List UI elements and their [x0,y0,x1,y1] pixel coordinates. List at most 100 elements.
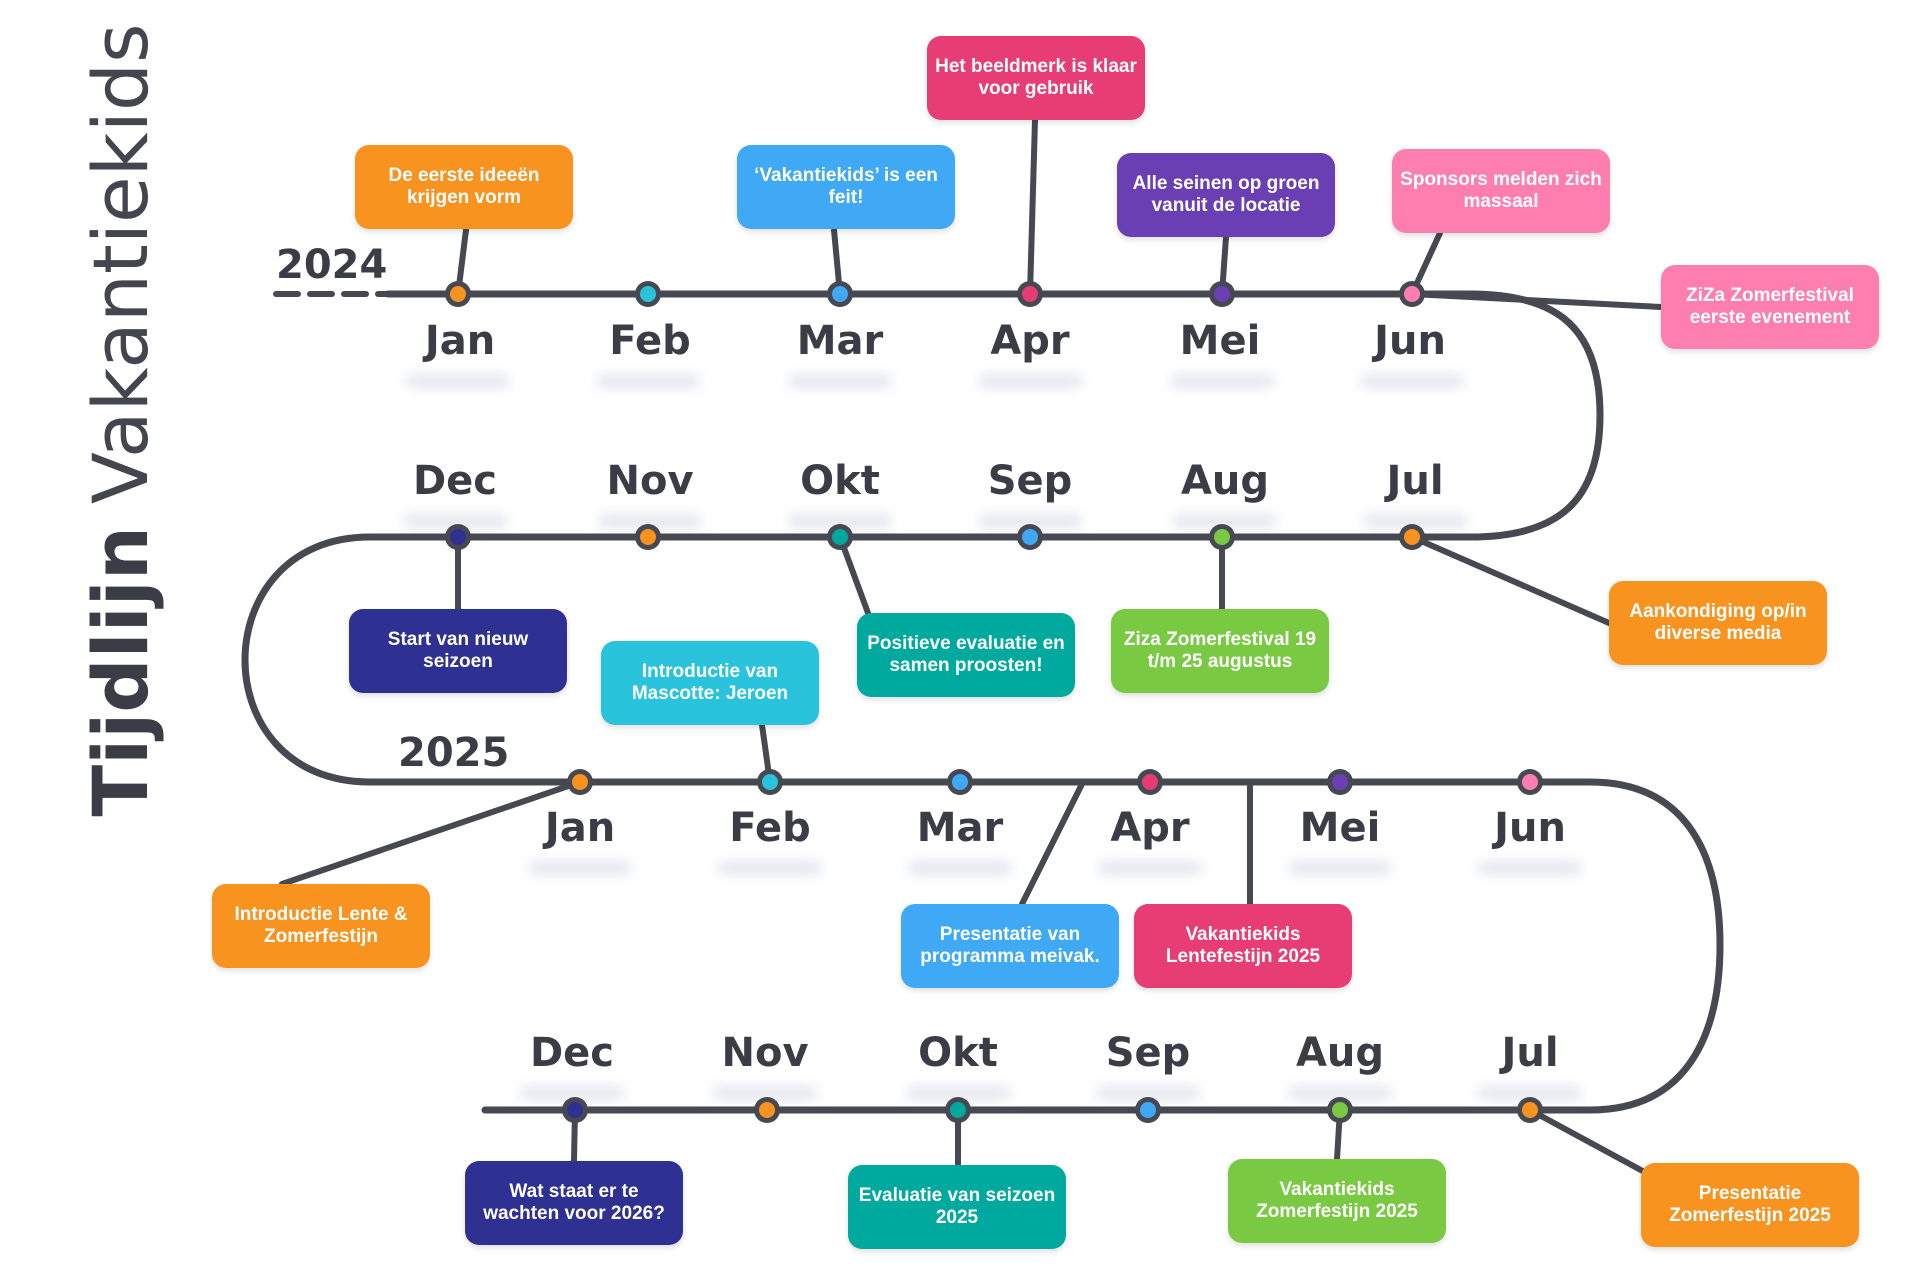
month-plate-shadow [1098,861,1202,875]
month-label: Aug [1180,458,1270,504]
event-card: Evaluatie van seizoen 2025 [848,1165,1066,1249]
event-card: ZiZa Zomerfestival eerste evenement [1661,265,1879,349]
month-label: Feb [609,318,691,364]
month-plate-shadow [978,374,1082,388]
event-card: Sponsors melden zich massaal [1392,149,1610,233]
timeline-dot [1022,529,1038,545]
month-plate-shadow [598,514,702,528]
month-plate-shadow [713,1086,817,1100]
month-plate-shadow [1170,374,1274,388]
month-plate-shadow [718,861,822,875]
month-plate-shadow [1096,1086,1200,1100]
event-card: Introductie Lente & Zomerfestijn [212,884,430,968]
event-connector [1019,779,1086,907]
month-label: Sep [987,458,1073,504]
timeline-dot [572,774,588,790]
month-plate-shadow [403,514,507,528]
event-card: Start van nieuw seizoen [349,609,567,693]
timeline-dot [1404,286,1420,302]
month-plate-shadow [1288,1086,1392,1100]
event-card: Vakantiekids Zomerfestijn 2025 [1228,1159,1446,1243]
timeline-dot [1022,286,1038,302]
month-label: Mar [916,805,1004,851]
event-connector [279,779,583,887]
month-plate-shadow [528,861,632,875]
event-card: Vakantiekids Lentefestijn 2025 [1134,904,1352,988]
event-card: Presentatie Zomerfestijn 2025 [1641,1163,1859,1247]
timeline-dot [1142,774,1158,790]
month-plate-shadow [788,374,892,388]
timeline-dot [450,286,466,302]
page-title: Tijdlijn Vakantiekids [50,0,190,1060]
event-card: Ziza Zomerfestival 19 t/m 25 augustus [1111,609,1329,693]
month-label: Feb [729,805,811,851]
month-label: Jan [424,318,496,364]
timeline-dot [1140,1102,1156,1118]
month-label: Mei [1299,805,1381,851]
timeline-dot [1522,774,1538,790]
timeline-dot [1332,1102,1348,1118]
event-card: Presentatie van programma meivak. [901,904,1119,988]
month-label: Dec [529,1030,615,1076]
timeline-dot [1214,286,1230,302]
month-plate-shadow [596,374,700,388]
month-label: Jun [1494,805,1566,851]
event-card: De eerste ideeën krijgen vorm [355,145,573,229]
month-label: Okt [800,458,880,504]
event-connector [1527,1107,1653,1178]
month-label: Okt [918,1030,998,1076]
event-connector [1027,117,1038,297]
timeline-dot [952,774,968,790]
month-label: Sep [1105,1030,1191,1076]
month-label: Mei [1179,318,1261,364]
event-card: Positieve evaluatie en samen proosten! [857,613,1075,697]
month-label: Jun [1374,318,1446,364]
title-light: Vakantiekids [75,23,165,505]
timeline-dot [640,529,656,545]
timeline-dot [1522,1102,1538,1118]
month-plate-shadow [788,514,892,528]
month-label: Dec [412,458,498,504]
event-card: Aankondiging op/in diverse media [1609,581,1827,665]
month-label: Nov [721,1030,809,1076]
month-plate-shadow [1478,861,1582,875]
month-label: Nov [606,458,694,504]
month-plate-shadow [520,1086,624,1100]
month-label: Mar [796,318,884,364]
title-bold: Tijdlijn [75,526,165,817]
timeline-dot [950,1102,966,1118]
timeline-dot [450,529,466,545]
month-label: Apr [1110,805,1190,851]
month-label: Jul [1501,1030,1559,1076]
month-label: Jan [544,805,616,851]
month-plate-shadow [1173,514,1277,528]
month-plate-shadow [1288,861,1392,875]
timeline-dot [832,529,848,545]
year-label-2024: 2024 [276,242,388,288]
event-connector [837,534,871,616]
event-connector [1409,291,1664,310]
month-plate-shadow [1360,374,1464,388]
month-label: Apr [990,318,1070,364]
timeline-dot [832,286,848,302]
event-card: Het beeldmerk is klaar voor gebruik [927,36,1145,120]
timeline-dot [567,1102,583,1118]
timeline-dot [759,1102,775,1118]
year-label-2025: 2025 [398,730,510,776]
event-card: Alle seinen op groen vanuit de locatie [1117,153,1335,237]
timeline-path [241,290,1724,1114]
month-label: Jul [1386,458,1444,504]
month-plate-shadow [1363,514,1467,528]
month-plate-shadow [908,861,1012,875]
month-plate-shadow [406,374,510,388]
timeline-dot [1214,529,1230,545]
event-card: Introductie van Mascotte: Jeroen [601,641,819,725]
timeline-dot [762,774,778,790]
timeline-dot [1404,529,1420,545]
timeline-dot [640,286,656,302]
month-plate-shadow [906,1086,1010,1100]
timeline-dot [1332,774,1348,790]
event-card: ‘Vakantiekids’ is een feit! [737,145,955,229]
